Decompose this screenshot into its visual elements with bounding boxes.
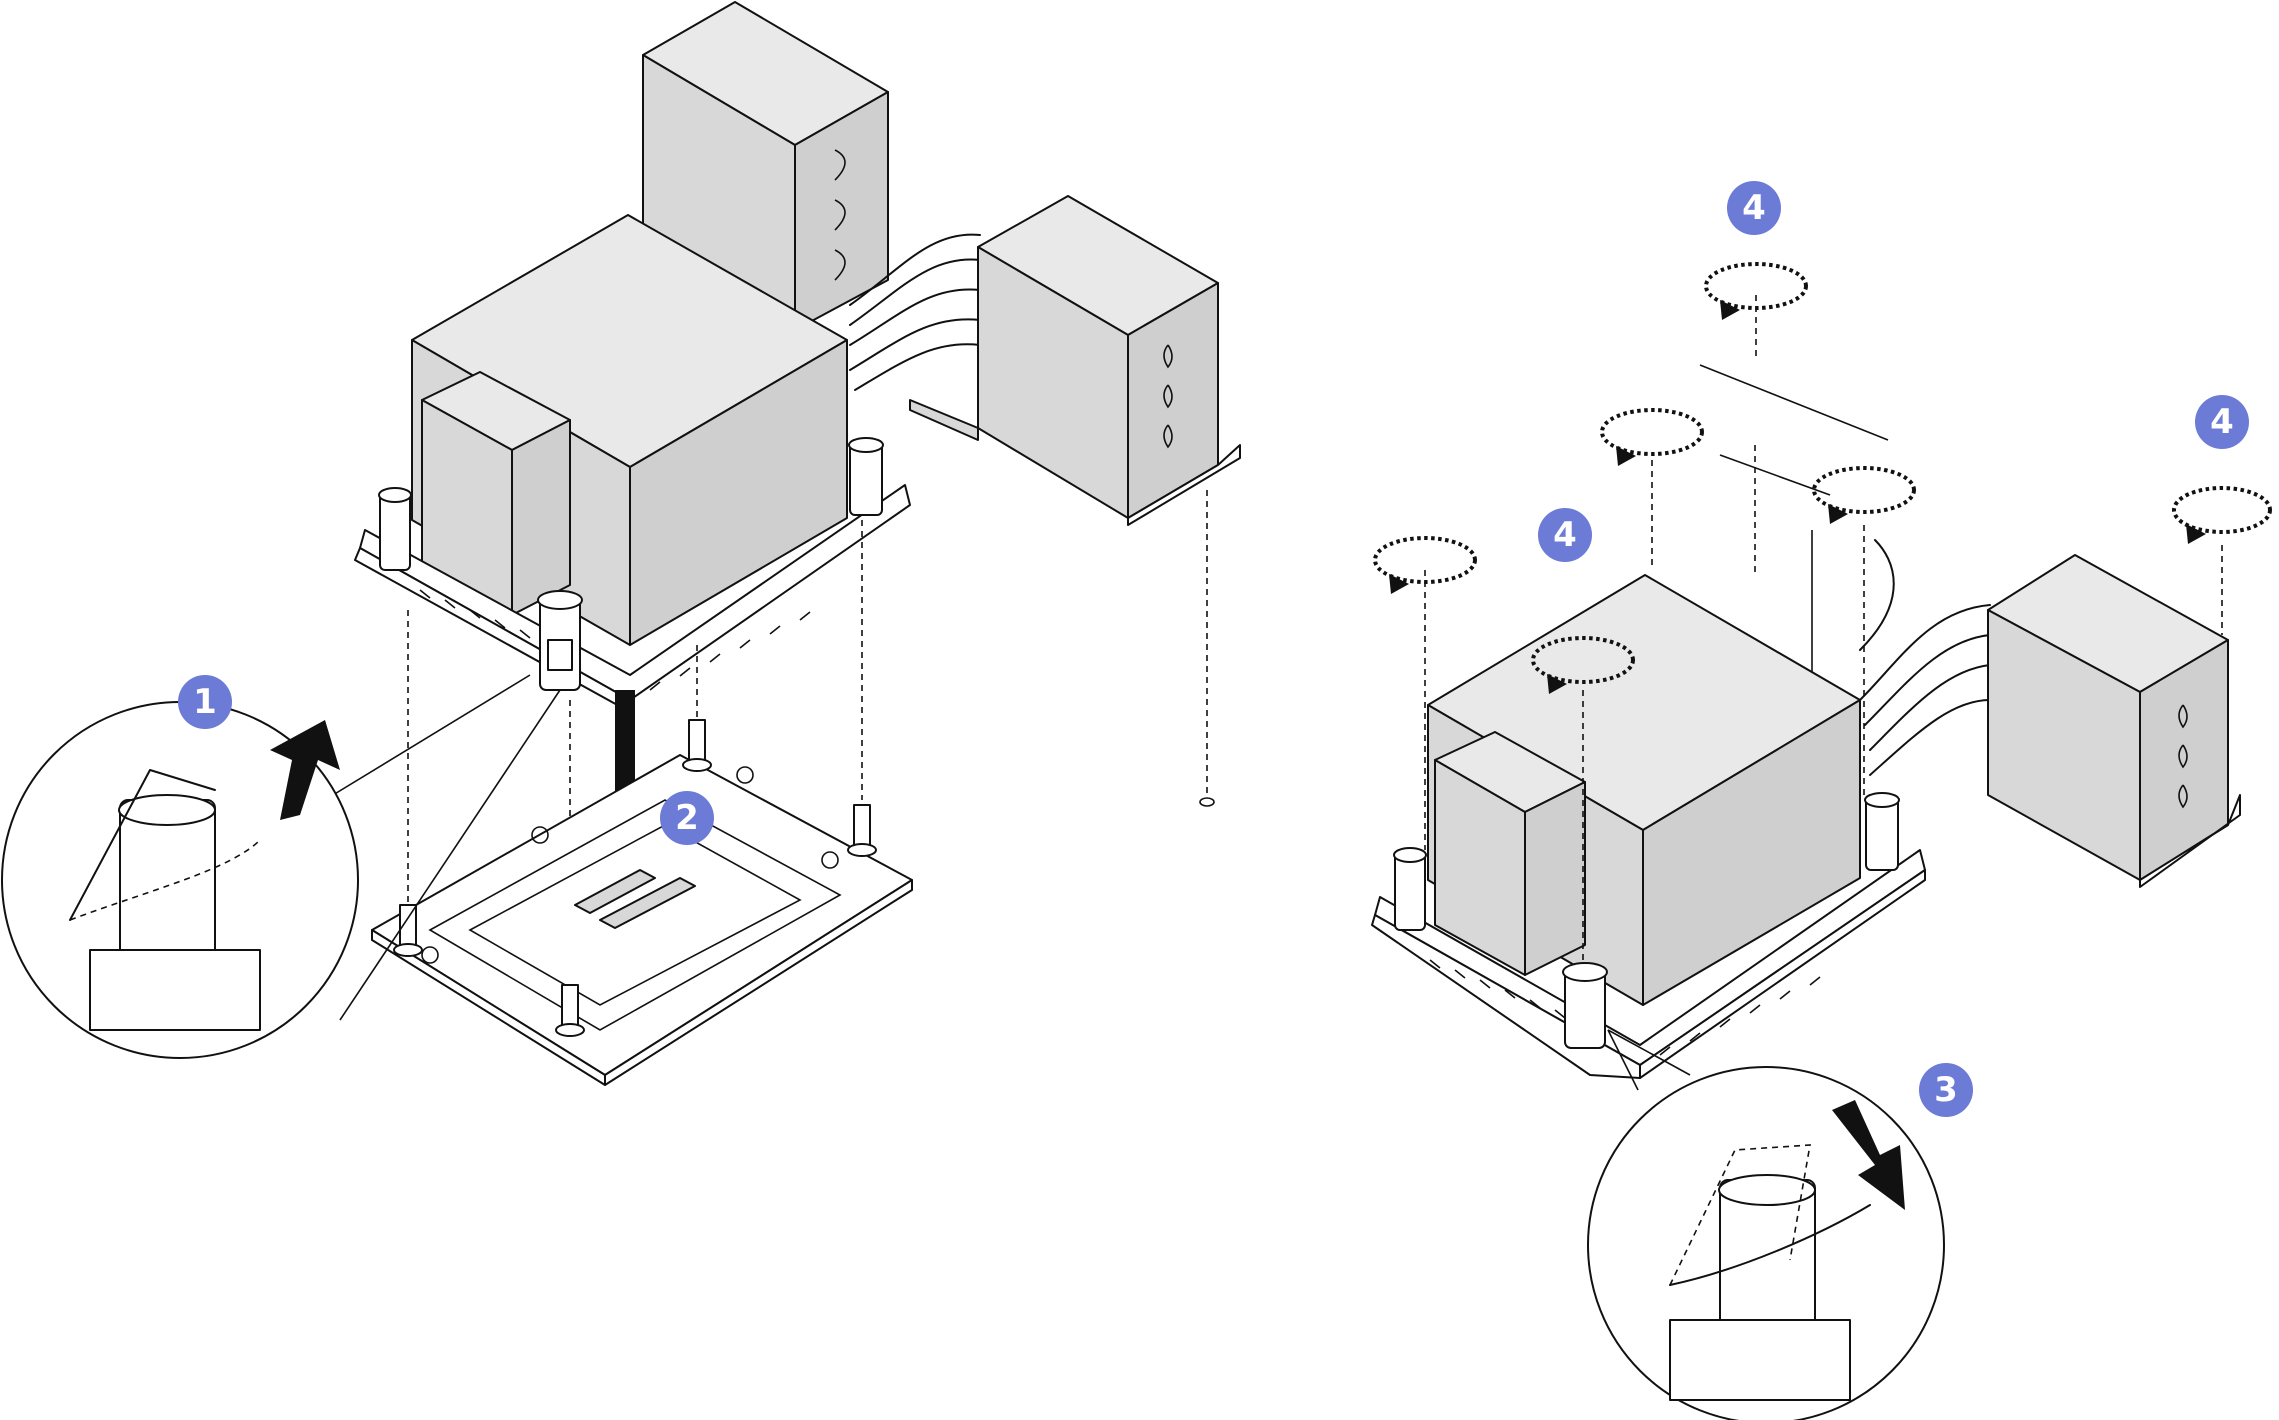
- step-badge-4-left: 4: [1538, 508, 1592, 562]
- step-badge-3: 3: [1919, 1063, 1973, 1117]
- heat-pipes: [849, 233, 981, 391]
- step-badge-4-right: 4: [2195, 395, 2249, 449]
- right-remote-fin-block: [1987, 554, 2241, 888]
- right-anti-tilt-wire-right: [1864, 792, 1900, 871]
- right-screw-lines: [1424, 295, 2223, 965]
- rotate-icon-front-right: [1531, 636, 1635, 694]
- anti-tilt-wire-left: [378, 487, 412, 571]
- remote-fin-block: [909, 195, 1241, 526]
- right-anti-tilt-wire-left: [1393, 847, 1427, 931]
- right-heatsink-frame: [1371, 792, 1926, 1079]
- left-heatsink-assembly: 1 2: [1, 1, 1241, 1086]
- svg-text:4: 4: [1553, 515, 1577, 555]
- step-badge-2: 2: [660, 791, 714, 845]
- rear-outline: [1699, 364, 1889, 680]
- rotate-icon-rear-right: [1812, 466, 1916, 524]
- svg-text:2: 2: [675, 798, 699, 838]
- socket-studs: [393, 719, 877, 1037]
- right-heat-pipes: [1859, 539, 1991, 776]
- svg-text:4: 4: [1742, 188, 1766, 228]
- rotate-icon-top: [1704, 262, 1808, 320]
- right-anti-tilt-wire-front: [1562, 962, 1608, 1049]
- processor-socket: [371, 719, 913, 1086]
- anti-tilt-wire-front: [537, 590, 583, 691]
- step-badge-1: 1: [178, 675, 232, 729]
- rotate-icon-front-left: [1373, 536, 1477, 594]
- main-heatsink-block: [411, 214, 848, 646]
- rotate-icon-rear-left: [1600, 408, 1704, 466]
- rotate-icon-remote: [2172, 486, 2272, 544]
- svg-text:3: 3: [1934, 1070, 1958, 1110]
- right-heatsink-assembly: 3 4 4 4: [1371, 181, 2272, 1420]
- svg-text:4: 4: [2210, 402, 2234, 442]
- svg-text:1: 1: [193, 682, 217, 722]
- zoom-detail-unlock: [1, 674, 561, 1059]
- zoom-detail-lock: [1587, 1029, 1945, 1420]
- anti-tilt-wire-right: [848, 437, 884, 516]
- right-main-heatsink-block: [1427, 574, 1861, 1006]
- step-badge-4-top: 4: [1727, 181, 1781, 235]
